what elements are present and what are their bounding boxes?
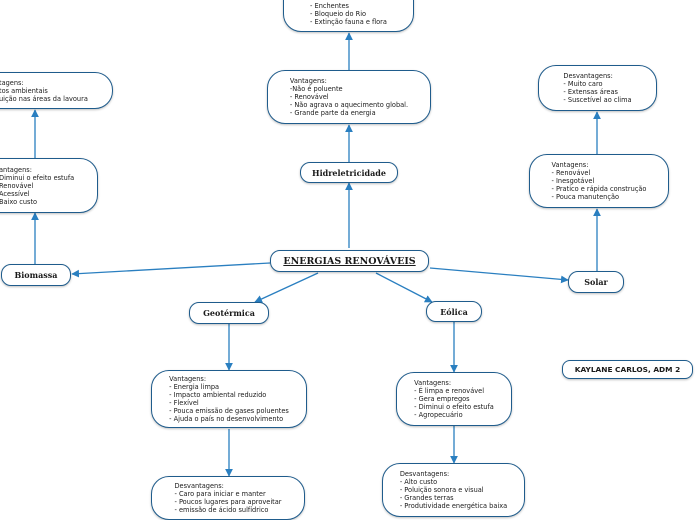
author-signature-label: KAYLANE CARLOS, ADM 2 bbox=[574, 365, 681, 374]
note-hidreletricidade-desvantagens-text: - Enchentes - Bloqueio do Rio - Extinção… bbox=[310, 2, 387, 26]
connector-center-solar bbox=[429, 267, 569, 284]
topic-biomassa-label: Biomassa bbox=[14, 270, 58, 280]
note-eolica-desvantagens[interactable]: Desvantagens: - Alto custo - Poluição so… bbox=[382, 463, 525, 517]
note-eolica-vantagens-text: Vantagens: - É limpa e renovável - Gera … bbox=[414, 379, 494, 419]
note-solar-vantagens[interactable]: Vantagens: - Renovável - Inesgotável - P… bbox=[529, 154, 669, 208]
connector-center-geotermica bbox=[254, 272, 319, 303]
note-biomassa-vantagens-text: antagens: Diminui o efeito estufa Renová… bbox=[0, 165, 75, 206]
note-hidreletricidade-vantagens-text: Vantagens: -Não é poluente - Renovável -… bbox=[289, 77, 409, 117]
note-solar-desvantagens-text: Desvantagens: - Muito caro - Extensas ár… bbox=[563, 72, 632, 104]
note-solar-desvantagens[interactable]: Desvantagens: - Muito caro - Extensas ár… bbox=[538, 65, 657, 111]
connector-center-biomassa bbox=[71, 262, 271, 278]
note-geotermica-desvantagens[interactable]: Desvantagens: - Caro para iniciar e mant… bbox=[151, 476, 305, 520]
note-eolica-desvantagens-text: Desvantagens: - Alto custo - Poluição so… bbox=[399, 470, 508, 510]
note-geotermica-vantagens-text: Vantagens: - Energia limpa - Impacto amb… bbox=[169, 375, 289, 423]
note-solar-vantagens-text: Vantagens: - Renovável - Inesgotável - P… bbox=[551, 161, 647, 201]
note-geotermica-vantagens[interactable]: Vantagens: - Energia limpa - Impacto amb… bbox=[151, 370, 307, 428]
note-geotermica-desvantagens-text: Desvantagens: - Caro para iniciar e mant… bbox=[174, 482, 282, 514]
topic-biomassa[interactable]: Biomassa bbox=[1, 264, 71, 286]
topic-eolica-label: Eólica bbox=[440, 306, 468, 317]
topic-hidreletricidade-label: Hidreletricidade bbox=[312, 167, 386, 178]
topic-eolica[interactable]: Eólica bbox=[426, 301, 482, 322]
note-biomassa-desvantagens-text: tagens: tos ambientais uição nas áreas d… bbox=[0, 78, 88, 103]
author-signature[interactable]: KAYLANE CARLOS, ADM 2 bbox=[562, 360, 693, 379]
note-biomassa-desvantagens[interactable]: tagens: tos ambientais uição nas áreas d… bbox=[0, 72, 113, 109]
topic-solar[interactable]: Solar bbox=[568, 271, 624, 293]
topic-hidreletricidade[interactable]: Hidreletricidade bbox=[300, 162, 398, 183]
note-biomassa-vantagens[interactable]: antagens: Diminui o efeito estufa Renová… bbox=[0, 158, 98, 213]
central-topic[interactable]: ENERGIAS RENOVÁVEIS bbox=[270, 250, 429, 272]
topic-geotermica[interactable]: Geotérmica bbox=[189, 302, 269, 324]
note-eolica-vantagens[interactable]: Vantagens: - É limpa e renovável - Gera … bbox=[396, 372, 512, 426]
note-hidreletricidade-vantagens[interactable]: Vantagens: -Não é poluente - Renovável -… bbox=[267, 70, 431, 124]
topic-solar-label: Solar bbox=[584, 277, 608, 287]
connector-center-eolica bbox=[375, 272, 433, 303]
note-hidreletricidade-desvantagens[interactable]: - Enchentes - Bloqueio do Rio - Extinção… bbox=[283, 0, 414, 32]
central-topic-label: ENERGIAS RENOVÁVEIS bbox=[283, 255, 416, 267]
topic-geotermica-label: Geotérmica bbox=[203, 308, 255, 318]
